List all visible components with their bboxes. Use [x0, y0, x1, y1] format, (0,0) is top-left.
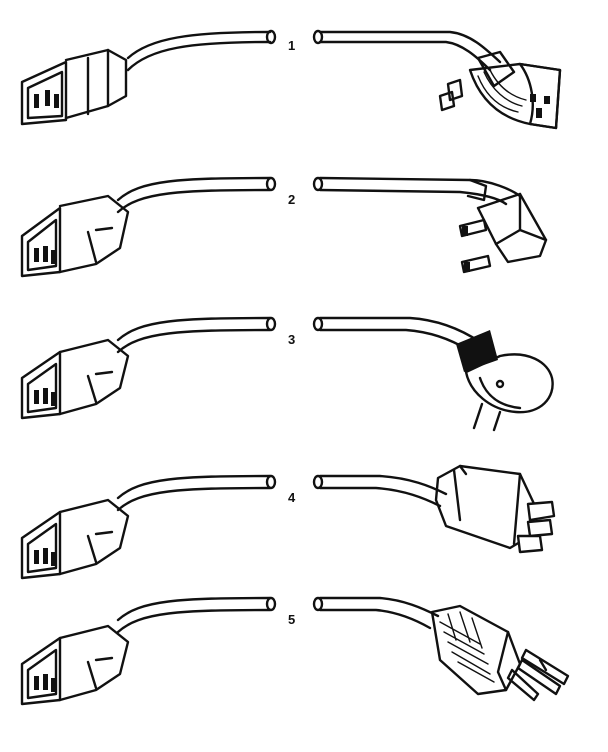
inline-plug-4 — [312, 464, 556, 554]
cord-label-1: 1 — [288, 38, 295, 53]
schuko-plug-3 — [312, 316, 554, 432]
c13-connector-1 — [20, 29, 277, 126]
cord-label-2: 2 — [288, 192, 295, 207]
cord-label-5: 5 — [288, 612, 295, 627]
cord-label-3: 3 — [288, 332, 295, 347]
angled-plug-2 — [312, 176, 548, 274]
cord-set-4: 4 — [20, 464, 556, 580]
cord-set-1: 1 — [20, 29, 562, 130]
cord-set-5: 5 — [20, 596, 570, 706]
c13-connector-5 — [20, 596, 277, 706]
ribbed-plug-5 — [312, 596, 570, 702]
c13-connector-4 — [20, 474, 277, 580]
nema-plug-1 — [312, 29, 562, 130]
cord-label-4: 4 — [288, 490, 296, 505]
cord-set-3: 3 — [20, 316, 554, 432]
cord-set-2: 2 — [20, 176, 548, 278]
c13-connector-2 — [20, 176, 277, 278]
c13-connector-3 — [20, 316, 277, 420]
